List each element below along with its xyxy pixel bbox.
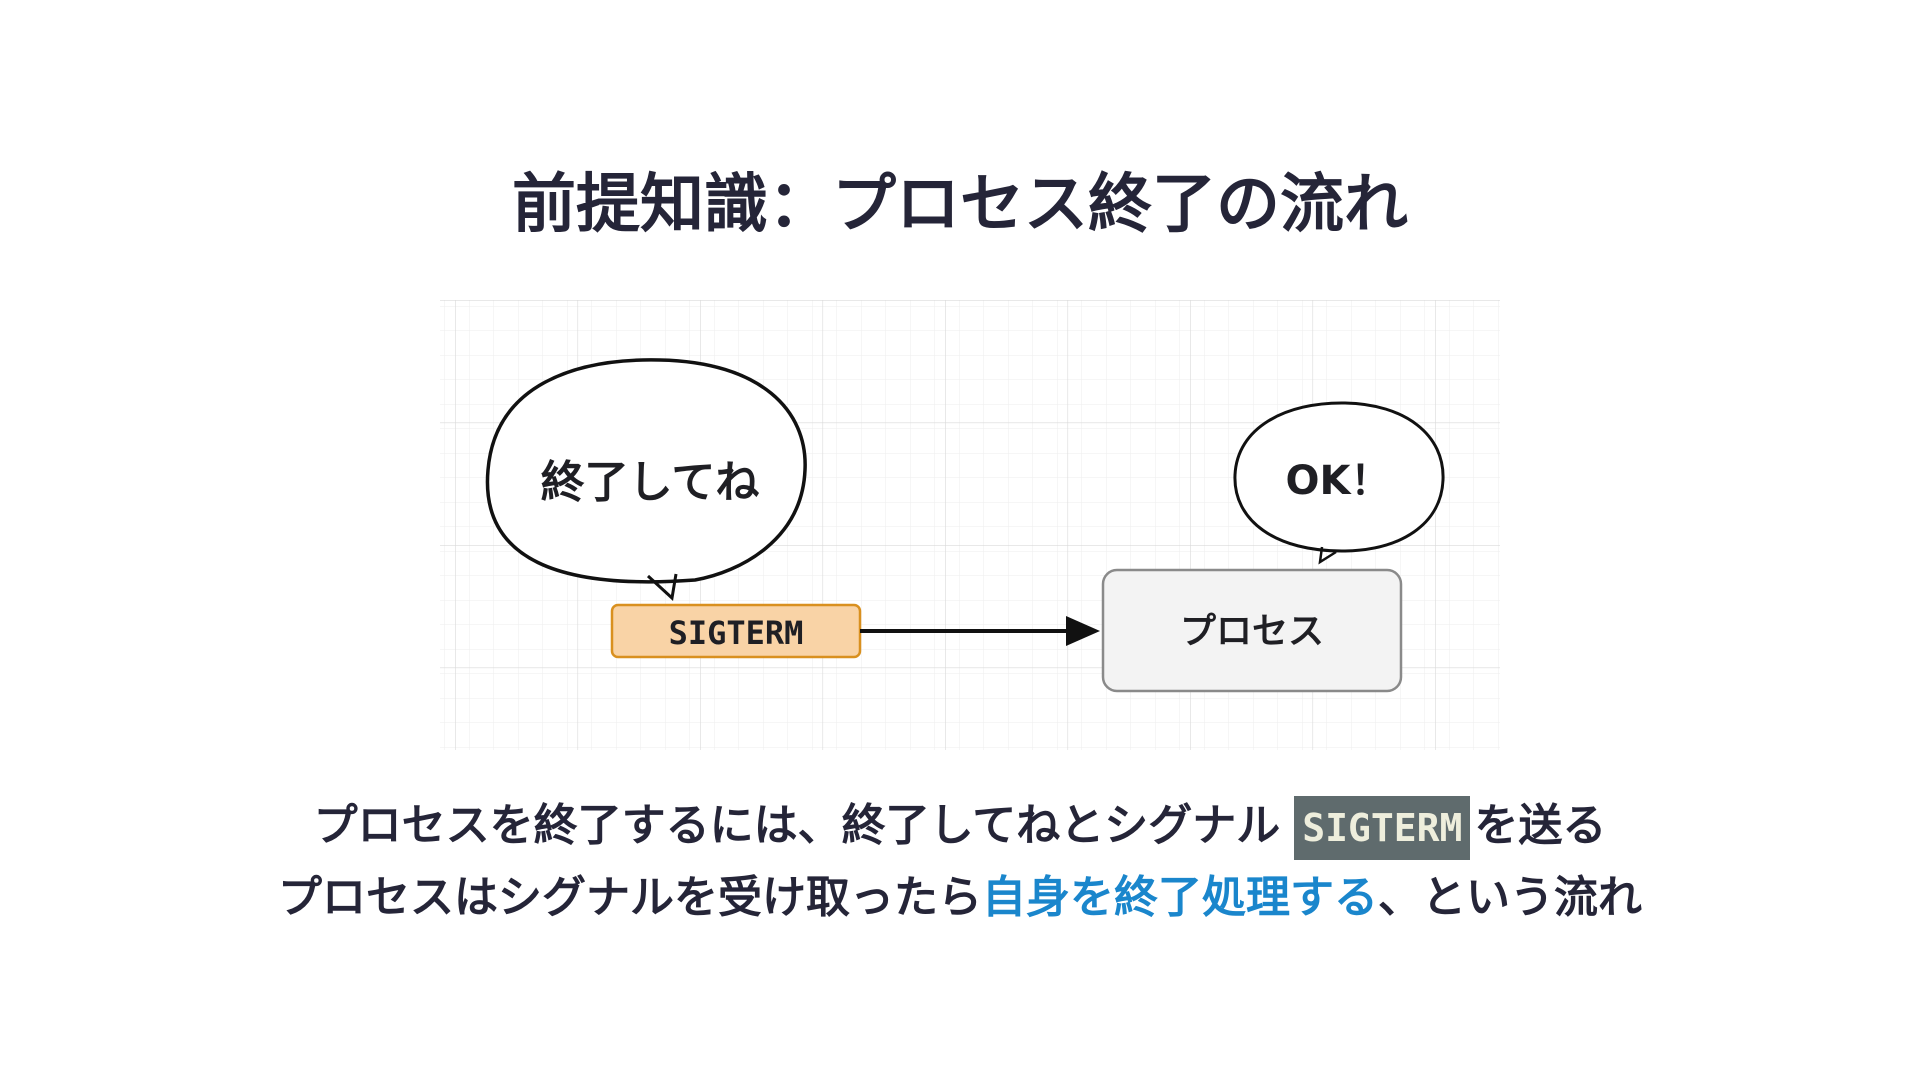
signal-arrow (860, 616, 1100, 646)
speech-bubble-right: OK！ (1233, 401, 1445, 565)
signal-box-label: SIGTERM (669, 614, 804, 652)
speech-bubble-left: 終了してね (485, 358, 807, 601)
signal-box: SIGTERM (610, 603, 862, 659)
description-line-2: プロセスはシグナルを受け取ったら自身を終了処理する、という流れ (278, 872, 1642, 923)
highlighted-phrase: 自身を終了処理する (982, 872, 1378, 923)
sigterm-code-badge: SIGTERM (1294, 796, 1471, 860)
process-box-label: プロセス (1180, 611, 1324, 652)
process-box: プロセス (1101, 568, 1403, 693)
bubble-left-text: 終了してね (541, 457, 760, 508)
slide-title: 前提知識：プロセス終了の流れ (512, 168, 1408, 242)
bubble-right-text: OK！ (1286, 458, 1391, 504)
